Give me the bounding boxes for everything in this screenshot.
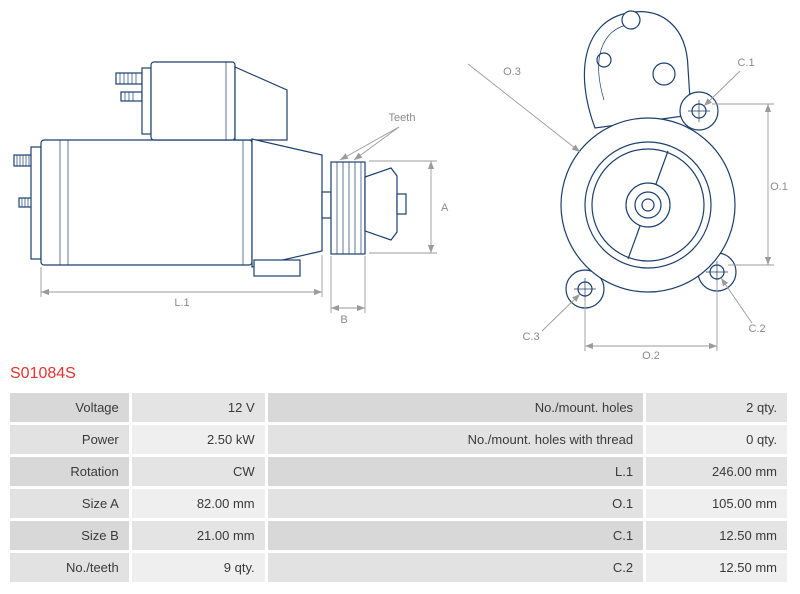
- spec-table: Voltage 12 V No./mount. holes 2 qty. Pow…: [7, 390, 790, 585]
- spec-label-right: O.1: [267, 489, 644, 518]
- table-row: Size B 21.00 mm C.1 12.50 mm: [10, 521, 787, 550]
- spec-value-right: 2 qty.: [646, 393, 787, 422]
- side-view-dimensions: L.1 B A Teeth: [40, 112, 449, 326]
- spec-label-right: No./mount. holes with thread: [267, 425, 644, 454]
- spec-label-left: Power: [10, 425, 129, 454]
- spec-label-left: No./teeth: [10, 553, 129, 582]
- dim-label-c3: C.3: [522, 331, 539, 343]
- spec-label-right: C.2: [267, 553, 644, 582]
- dim-label-c1: C.1: [737, 57, 754, 69]
- spec-value-right: 246.00 mm: [646, 457, 787, 486]
- spec-label-left: Size B: [10, 521, 129, 550]
- part-number: S01084S: [10, 365, 76, 382]
- spec-value-left: CW: [131, 457, 265, 486]
- dim-label-c2: C.2: [748, 323, 765, 335]
- spec-label-right: L.1: [267, 457, 644, 486]
- starter-side-view: [13, 61, 407, 277]
- spec-value-right: 12.50 mm: [646, 553, 787, 582]
- spec-value-right: 0 qty.: [646, 425, 787, 454]
- table-row: Rotation CW L.1 246.00 mm: [10, 457, 787, 486]
- spec-label-left: Rotation: [10, 457, 129, 486]
- technical-drawing: L.1 B A Teeth: [13, 10, 788, 360]
- table-row: Voltage 12 V No./mount. holes 2 qty.: [10, 393, 787, 422]
- spec-label-left: Size A: [10, 489, 129, 518]
- spec-value-left: 82.00 mm: [131, 489, 265, 518]
- spec-label-left: Voltage: [10, 393, 129, 422]
- starter-front-view: [560, 10, 737, 309]
- dim-label-o2: O.2: [642, 350, 660, 360]
- spec-value-left: 12 V: [131, 393, 265, 422]
- spec-value-right: 12.50 mm: [646, 521, 787, 550]
- table-row: Power 2.50 kW No./mount. holes with thre…: [10, 425, 787, 454]
- spec-label-right: No./mount. holes: [267, 393, 644, 422]
- spec-value-left: 2.50 kW: [131, 425, 265, 454]
- table-row: Size A 82.00 mm O.1 105.00 mm: [10, 489, 787, 518]
- dim-label-l1: L.1: [174, 297, 189, 309]
- front-view-dimensions: O.3 C.1 O.1 C.2 C.3 O.2: [467, 57, 788, 360]
- spec-value-left: 21.00 mm: [131, 521, 265, 550]
- dim-label-teeth: Teeth: [389, 112, 416, 124]
- spec-value-right: 105.00 mm: [646, 489, 787, 518]
- dim-label-a: A: [441, 202, 449, 214]
- spec-label-right: C.1: [267, 521, 644, 550]
- spec-value-left: 9 qty.: [131, 553, 265, 582]
- table-row: No./teeth 9 qty. C.2 12.50 mm: [10, 553, 787, 582]
- dim-label-o3: O.3: [503, 66, 521, 78]
- dim-label-b: B: [340, 314, 347, 326]
- dim-label-o1: O.1: [770, 181, 788, 193]
